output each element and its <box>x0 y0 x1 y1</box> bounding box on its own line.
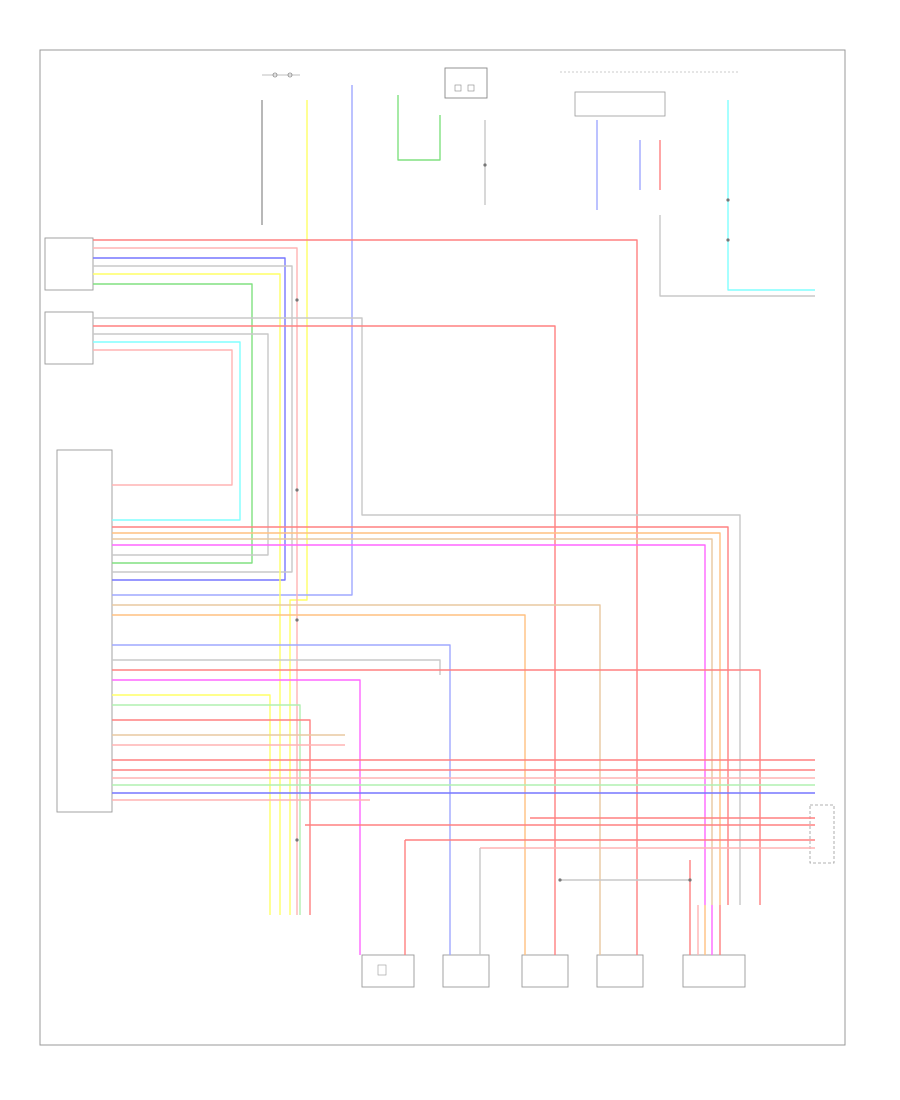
wire-pink-20 <box>93 349 233 486</box>
wire-red-21 <box>112 526 729 905</box>
junction-dot-8 <box>688 878 692 882</box>
junction-dot-6 <box>726 238 730 242</box>
wire-yellow-31 <box>112 694 271 915</box>
wire-cyan-8 <box>727 100 815 291</box>
junction-dot-2 <box>295 618 299 622</box>
bottom-component-2 <box>442 954 490 988</box>
wire-gray-9 <box>659 215 815 297</box>
top-connector-block <box>560 71 740 117</box>
wire-gray-13 <box>93 265 293 573</box>
wire-cyan-19 <box>93 341 241 521</box>
junction-layer <box>295 163 730 882</box>
wire-orange-26 <box>112 614 526 870</box>
wire-gray-18 <box>93 333 269 556</box>
wire-light_blue-27 <box>112 644 451 870</box>
left-module-1 <box>44 237 94 291</box>
junction-dot-3 <box>295 838 299 842</box>
right-connector <box>809 804 835 864</box>
wire-orange-22 <box>112 532 721 905</box>
wire-gray-28 <box>112 659 441 675</box>
wire-magenta-24 <box>112 544 706 905</box>
bottom-component-4 <box>596 954 644 988</box>
wire-red-33 <box>112 719 311 915</box>
control-unit <box>56 449 113 813</box>
junction-dot-0 <box>295 298 299 302</box>
left-module-2 <box>44 311 94 365</box>
junction-dot-5 <box>726 198 730 202</box>
wire-gray-16 <box>93 317 741 905</box>
junction-dot-1 <box>295 488 299 492</box>
wire-red-17 <box>93 325 556 870</box>
wire-tan-25 <box>112 604 601 870</box>
wire-blue-12 <box>93 257 286 581</box>
diagram-frame <box>39 49 846 1046</box>
top-switch <box>262 72 300 78</box>
wire-red-10 <box>93 239 638 870</box>
bottom-component-1 <box>361 954 415 988</box>
wire-yellow-1 <box>289 100 308 915</box>
wire-magenta-30 <box>112 679 361 870</box>
wire-layer <box>93 85 815 955</box>
wire-green-3 <box>397 95 441 161</box>
bottom-component-5 <box>682 954 746 988</box>
wire-red-29 <box>112 669 761 905</box>
wire-light_green-32 <box>112 704 301 915</box>
bottom-component-3 <box>521 954 569 988</box>
wire-pink-11 <box>93 247 298 915</box>
top-relay-box <box>444 67 488 99</box>
junction-dot-7 <box>558 878 562 882</box>
wire-light_blue-2 <box>112 85 353 596</box>
junction-dot-4 <box>483 163 487 167</box>
wire-green-15 <box>93 283 253 564</box>
wire-tan-23 <box>112 538 713 905</box>
wire-yellow-14 <box>93 273 281 915</box>
